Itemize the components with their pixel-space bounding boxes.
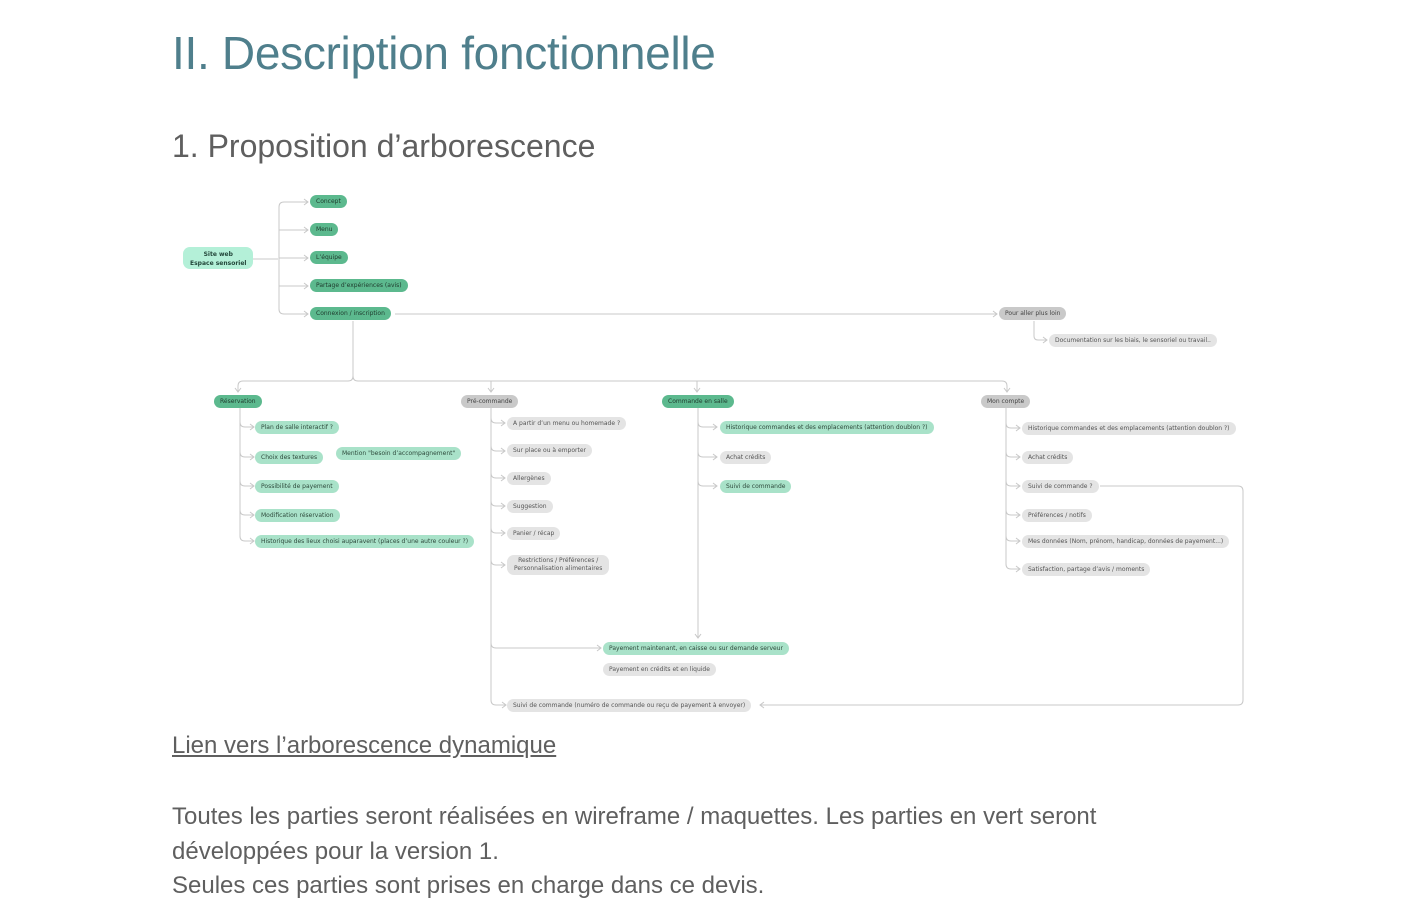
node-mon-compte-item: Suivi de commande ? <box>1022 480 1099 493</box>
description-paragraph: Toutes les parties seront réalisées en w… <box>172 800 1232 904</box>
node-precommande: Pré-commande <box>461 395 519 408</box>
node-mon-compte-item: Mes données (Nom, prénom, handicap, donn… <box>1022 535 1230 548</box>
page-title: II. Description fonctionnelle <box>172 27 716 79</box>
node-concept: Concept <box>310 195 347 208</box>
node-precommande-item: Suggestion <box>507 500 553 513</box>
restrictions-line2: Personnalisation alimentaires <box>514 565 603 572</box>
node-further: Pour aller plus loin <box>999 307 1067 320</box>
root-line2: Espace sensoriel <box>190 260 247 267</box>
node-reservation-item: Modification réservation <box>255 509 340 522</box>
paragraph-line3: Seules ces parties sont prises en charge… <box>172 872 765 899</box>
node-mon-compte-item: Préférences / notifs <box>1022 509 1092 522</box>
node-payment-credits: Payement en crédits et en liquide <box>603 663 716 676</box>
node-commande-salle-item: Suivi de commande <box>720 480 792 493</box>
section-title: 1. Proposition d’arborescence <box>172 128 596 164</box>
paragraph-line1: Toutes les parties seront réalisées en w… <box>172 803 1097 830</box>
dynamic-tree-link[interactable]: Lien vers l’arborescence dynamique <box>172 732 557 759</box>
paragraph-line2: développées pour la version 1. <box>172 837 499 865</box>
node-reservation-item: Possibilité de payement <box>255 480 339 493</box>
restrictions-line1: Restrictions / Préférences / <box>518 557 599 564</box>
node-payment-now: Payement maintenant, en caisse ou sur de… <box>603 642 789 655</box>
node-commande-salle-item: Historique commandes et des emplacements… <box>720 421 934 434</box>
node-documentation: Documentation sur les biais, le sensorie… <box>1049 334 1217 347</box>
node-reservation-extra: Mention "besoin d’accompagnement" <box>336 447 462 460</box>
node-partage: Partage d’expériences (avis) <box>310 279 408 292</box>
node-reservation-item: Historique des lieux choisi auparavent (… <box>255 535 475 548</box>
node-reservation: Réservation <box>214 395 262 408</box>
node-precommande-item: Sur place ou à emporter <box>507 444 592 457</box>
node-commande-salle: Commande en salle <box>662 395 734 408</box>
node-menu: Menu <box>310 223 339 236</box>
node-mon-compte: Mon compte <box>981 395 1031 408</box>
node-commande-salle-item: Achat crédits <box>720 451 772 464</box>
node-mon-compte-item: Satisfaction, partage d’avis / moments <box>1022 563 1151 576</box>
node-precommande-item: A partir d’un menu ou homemade ? <box>507 417 627 430</box>
node-mon-compte-item: Achat crédits <box>1022 451 1074 464</box>
node-connexion: Connexion / inscription <box>310 307 391 320</box>
root-node: Site web Espace sensoriel <box>183 247 254 269</box>
node-precommande-restrictions: Restrictions / Préférences / Personnalis… <box>507 555 610 575</box>
root-line1: Site web <box>203 251 233 258</box>
node-equipe: L’équipe <box>310 251 348 264</box>
node-reservation-item: Choix des textures <box>255 451 324 464</box>
node-precommande-item: Allergènes <box>507 472 551 485</box>
node-mon-compte-item: Historique commandes et des emplacements… <box>1022 422 1236 435</box>
node-reservation-item: Plan de salle interactif ? <box>255 421 339 434</box>
node-precommande-item: Panier / récap <box>507 527 561 540</box>
node-order-tracking: Suivi de commande (numéro de commande ou… <box>507 699 752 712</box>
